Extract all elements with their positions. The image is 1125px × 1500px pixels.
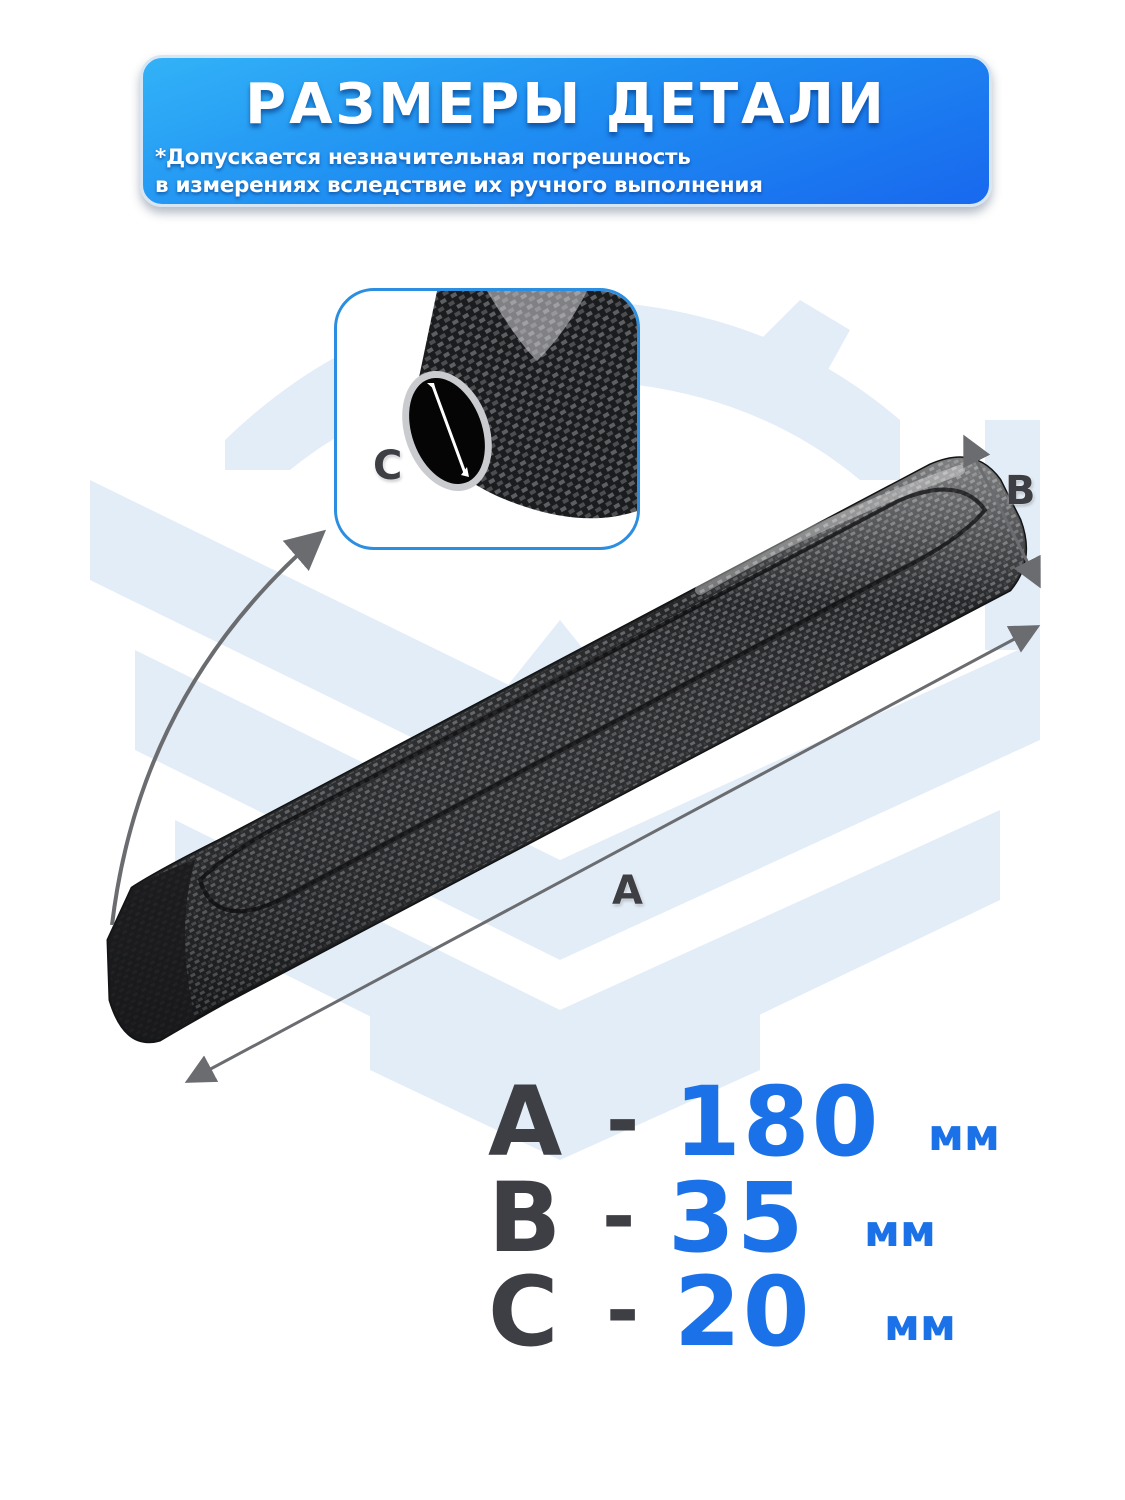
spec-dash: - — [606, 1074, 640, 1167]
spec-unit: мм — [864, 1206, 936, 1257]
disclaimer-line-1: *Допускается незначительная погрешность — [155, 145, 691, 170]
spec-letter: B — [488, 1162, 562, 1274]
label-a: A — [612, 868, 643, 914]
spec-dash: - — [606, 1264, 640, 1357]
spec-dash: - — [602, 1170, 636, 1263]
curved-arrow-icon — [110, 529, 327, 926]
label-b: B — [1005, 468, 1036, 514]
disclaimer-line-2: в измерениях вследствие их ручного выпол… — [155, 173, 763, 198]
spec-letter: A — [488, 1066, 563, 1178]
spec-value: 180 — [674, 1066, 881, 1178]
tube-opening-icon — [402, 291, 637, 519]
dimension-arrow-b-icon — [963, 434, 1041, 589]
inner-diameter-inset: C — [334, 288, 640, 550]
spec-letter: C — [488, 1256, 559, 1368]
spec-value: 35 — [668, 1162, 806, 1274]
label-c: C — [373, 443, 403, 489]
spec-value: 20 — [674, 1256, 812, 1368]
banner-title: РАЗМЕРЫ ДЕТАЛИ — [245, 72, 887, 137]
spec-unit: мм — [884, 1300, 956, 1351]
banner-disclaimer: *Допускается незначительная погрешность … — [155, 144, 763, 200]
title-banner: РАЗМЕРЫ ДЕТАЛИ *Допускается незначительн… — [140, 55, 992, 207]
spec-unit: мм — [928, 1110, 1000, 1161]
dimension-arrow-a-icon — [184, 625, 1041, 1083]
